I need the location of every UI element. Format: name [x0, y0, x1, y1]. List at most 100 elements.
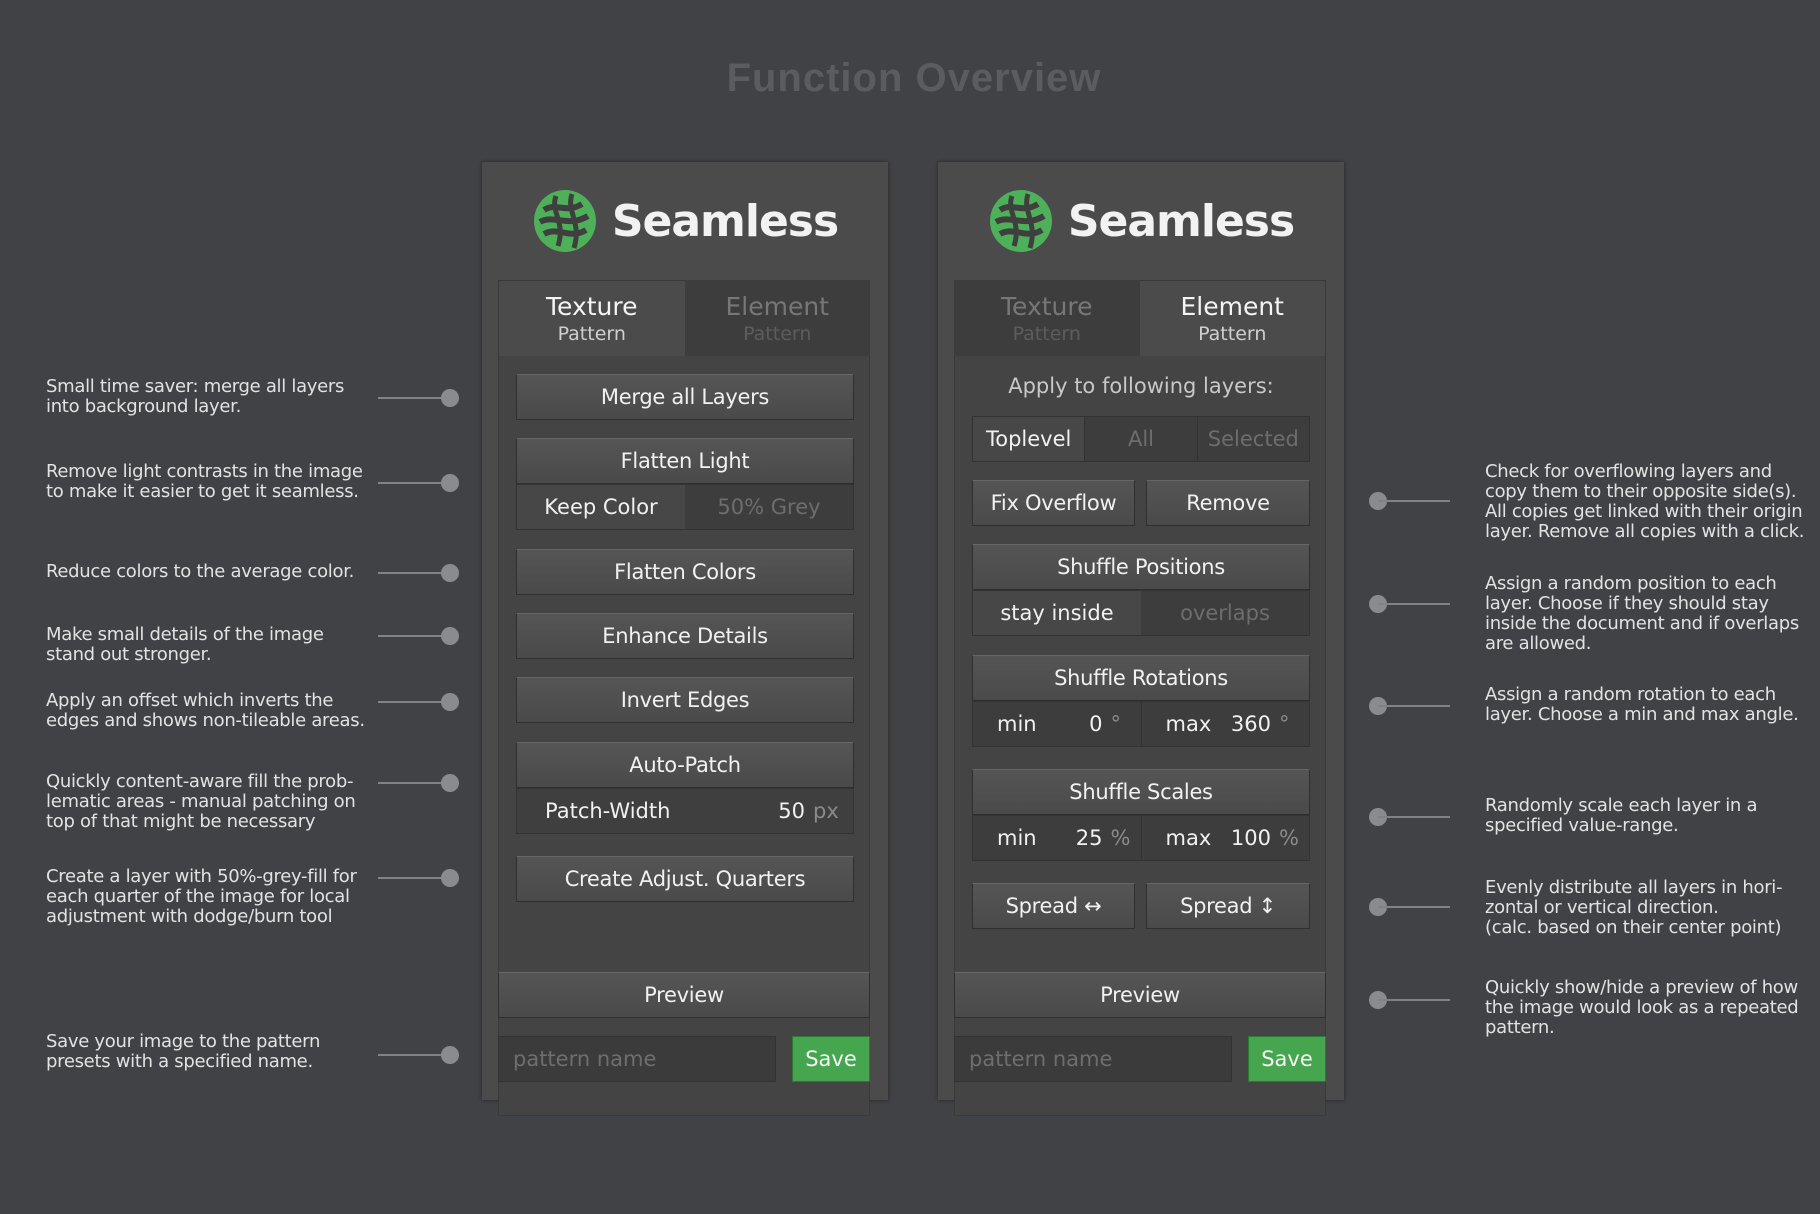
connector-line: [378, 701, 450, 703]
save-button[interactable]: Save: [1248, 1036, 1326, 1082]
brand-name: Seamless: [611, 195, 839, 247]
enhance-details-button[interactable]: Enhance Details: [516, 613, 854, 659]
max-label: max: [1165, 712, 1212, 736]
stay-inside-option[interactable]: stay inside: [973, 591, 1141, 635]
tab-element-pattern[interactable]: Element Pattern: [1139, 280, 1326, 356]
pattern-name-input[interactable]: [954, 1036, 1232, 1082]
degree-unit: °: [1279, 712, 1290, 736]
connector-line: [378, 572, 450, 574]
rotation-max-field[interactable]: max 360 °: [1140, 702, 1310, 746]
connector-line: [1378, 816, 1450, 818]
scale-max-value[interactable]: 100: [1230, 826, 1271, 850]
connector-line: [378, 482, 450, 484]
shuffle-positions-button[interactable]: Shuffle Positions: [972, 544, 1310, 590]
max-label: max: [1165, 826, 1212, 850]
apply-layers-label: Apply to following layers:: [1008, 374, 1274, 398]
all-option[interactable]: All: [1084, 417, 1197, 461]
tab-subtitle: Pattern: [557, 323, 626, 345]
position-mode-toggle: stay inside overlaps: [972, 590, 1310, 636]
shuffle-rotations-button[interactable]: Shuffle Rotations: [972, 655, 1310, 701]
connector-dot: [441, 389, 459, 407]
note-spread: Evenly distribute all layers in hori-zon…: [1485, 877, 1783, 938]
preview-button[interactable]: Preview: [498, 972, 870, 1018]
connector-dot: [441, 474, 459, 492]
shuffle-scales-button[interactable]: Shuffle Scales: [972, 769, 1310, 815]
flatten-light-button[interactable]: Flatten Light: [516, 438, 854, 484]
rotation-min-value[interactable]: 0: [1089, 712, 1103, 736]
overlaps-option[interactable]: overlaps: [1141, 591, 1309, 635]
percent-unit: %: [1279, 826, 1299, 850]
tab-subtitle: Pattern: [1012, 322, 1081, 345]
scale-range: min 25 % max 100 %: [972, 815, 1310, 861]
tab-texture-pattern[interactable]: Texture Pattern: [498, 280, 685, 356]
connector-line: [378, 397, 450, 399]
connector-line: [378, 1054, 450, 1056]
connector-dot: [441, 1046, 459, 1064]
scale-min-field[interactable]: min 25 %: [973, 816, 1141, 860]
grey-option[interactable]: 50% Grey: [685, 485, 853, 529]
tab-texture-pattern[interactable]: Texture Pattern: [954, 280, 1140, 356]
note-flatten-colors: Reduce colors to the average color.: [46, 561, 355, 582]
rotation-min-field[interactable]: min 0 °: [973, 702, 1141, 746]
connector-dot: [441, 693, 459, 711]
patch-width-unit: px: [813, 799, 839, 823]
rotation-max-value[interactable]: 360: [1230, 712, 1271, 736]
patch-width-value[interactable]: 50: [778, 799, 805, 823]
min-label: min: [997, 826, 1037, 850]
element-panel: Seamless Texture Pattern Element Pattern…: [938, 162, 1344, 1116]
patch-width-cell: Patch-Width 50 px: [517, 789, 853, 833]
scale-max-field[interactable]: max 100 %: [1140, 816, 1310, 860]
save-button[interactable]: Save: [792, 1036, 870, 1082]
selected-option[interactable]: Selected: [1196, 417, 1309, 461]
texture-panel: Seamless Texture Pattern Element Pattern…: [482, 162, 888, 1116]
auto-patch-button[interactable]: Auto-Patch: [516, 742, 854, 788]
spread-horizontal-button[interactable]: Spread ↔: [972, 883, 1135, 929]
spread-vertical-button[interactable]: Spread ↕: [1146, 883, 1310, 929]
toplevel-option[interactable]: Toplevel: [973, 417, 1085, 461]
brand-header: Seamless: [938, 186, 1344, 256]
patch-width-field[interactable]: Patch-Width 50 px: [516, 788, 854, 834]
rotation-range: min 0 ° max 360 °: [972, 701, 1310, 747]
percent-unit: %: [1110, 826, 1131, 850]
flatten-light-mode-toggle: Keep Color 50% Grey: [516, 484, 854, 530]
mode-tabs: Texture Pattern Element Pattern: [498, 280, 870, 356]
layer-scope-selector: Toplevel All Selected: [972, 416, 1310, 462]
connector-dot: [441, 774, 459, 792]
invert-edges-button[interactable]: Invert Edges: [516, 677, 854, 723]
remove-button[interactable]: Remove: [1146, 480, 1310, 526]
note-autopatch: Quickly content-aware fill the prob-lema…: [46, 771, 356, 832]
tab-title: Texture: [1000, 291, 1093, 321]
scale-min-value[interactable]: 25: [1075, 826, 1103, 850]
tab-element-pattern[interactable]: Element Pattern: [684, 280, 870, 356]
min-label: min: [997, 712, 1037, 736]
connector-line: [1378, 906, 1450, 908]
page-title: Function Overview: [726, 56, 1102, 100]
seamless-logo-icon: [533, 190, 596, 252]
tab-title: Element: [1180, 292, 1284, 321]
tab-subtitle: Pattern: [743, 322, 812, 345]
tab-title: Element: [725, 291, 829, 321]
keep-color-option[interactable]: Keep Color: [517, 485, 685, 529]
connector-line: [378, 782, 450, 784]
flatten-colors-button[interactable]: Flatten Colors: [516, 549, 854, 595]
create-adjust-quarters-button[interactable]: Create Adjust. Quarters: [516, 856, 854, 902]
connector-dot: [441, 869, 459, 887]
fix-overflow-button[interactable]: Fix Overflow: [972, 480, 1135, 526]
merge-all-layers-button[interactable]: Merge all Layers: [516, 374, 854, 420]
connector-line: [1378, 999, 1450, 1001]
pattern-name-input[interactable]: [498, 1036, 776, 1082]
tab-title: Texture: [545, 292, 638, 321]
connector-line: [378, 635, 450, 637]
preview-button[interactable]: Preview: [954, 972, 1326, 1018]
